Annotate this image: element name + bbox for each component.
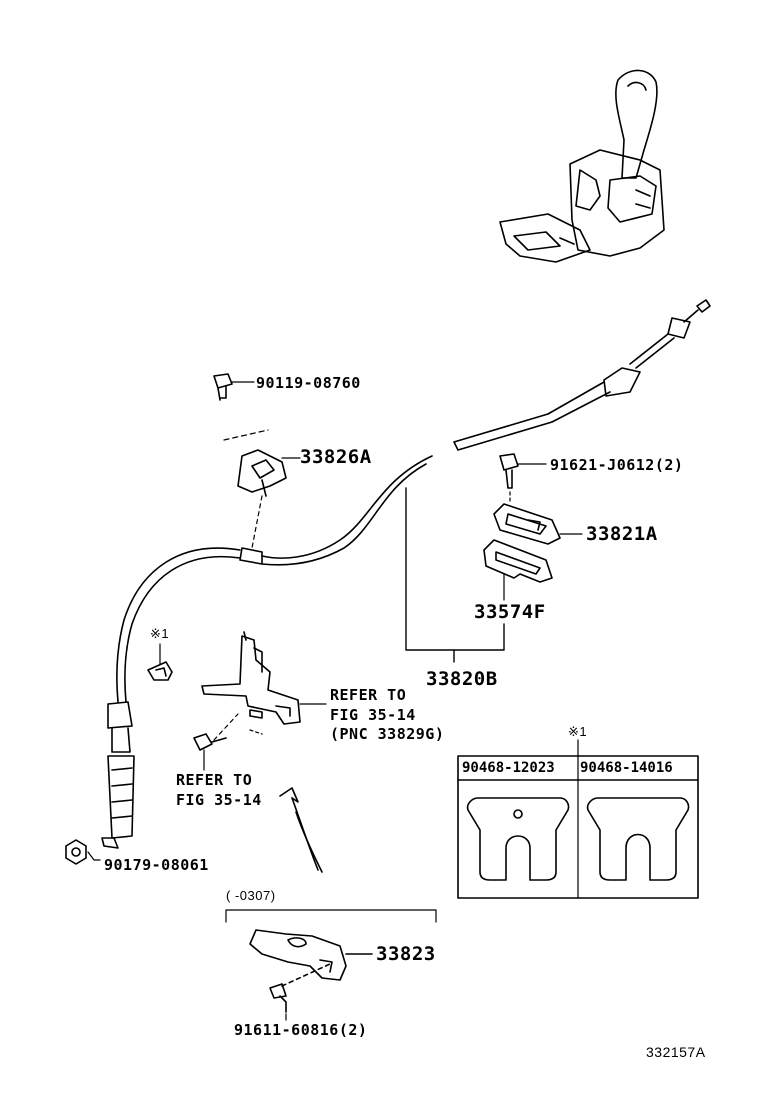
- bolt-91611: [269, 983, 287, 1021]
- refer-to-line1: REFER TO: [330, 686, 407, 704]
- label-33821A: 33821A: [586, 523, 658, 545]
- bolt-refer: [193, 733, 227, 771]
- screw-91621: [499, 453, 547, 505]
- table-col1-header: 90468-12023: [462, 760, 555, 776]
- shift-cable: [101, 299, 711, 849]
- refer-to-2-line2: FIG 35-14: [176, 791, 262, 809]
- refer-to-2-line1: REFER TO: [176, 771, 253, 789]
- label-33823: 33823: [376, 943, 436, 965]
- clip-90468-14016-icon: [586, 797, 690, 881]
- label-91621-J0612: 91621-J0612(2): [550, 456, 684, 474]
- bracket-33826A: [237, 449, 301, 549]
- label-91611-60816: 91611-60816(2): [234, 1021, 368, 1039]
- figure-id: 332157A: [646, 1044, 706, 1060]
- date-range: ( -0307): [226, 888, 276, 903]
- note-mark-table: ※1: [568, 724, 588, 739]
- date-range-bracket: [225, 909, 437, 923]
- note-mark-left: ※1: [150, 626, 170, 641]
- bracket-refer-fig: [201, 631, 327, 741]
- label-90179-08061: 90179-08061: [104, 856, 209, 874]
- retainer-33574F: [483, 539, 553, 601]
- label-33820B: 33820B: [426, 668, 498, 690]
- clip-table: [457, 739, 699, 899]
- nut-90179: [65, 839, 101, 865]
- shift-lever-assembly: [499, 69, 665, 263]
- arrow-refer: [279, 787, 323, 873]
- bracket-33823: [249, 929, 373, 987]
- clip-90468-12023-icon: [466, 797, 570, 881]
- label-33826A: 33826A: [300, 446, 372, 468]
- clip-left: [147, 643, 173, 681]
- label-90119-08760: 90119-08760: [256, 374, 361, 392]
- table-col2-header: 90468-14016: [580, 760, 673, 776]
- label-33574F: 33574F: [474, 601, 546, 623]
- cover-33821A: [493, 503, 583, 545]
- bolt-90119: [213, 373, 269, 441]
- refer-to-line3: (PNC 33829G): [330, 725, 445, 743]
- refer-to-line2: FIG 35-14: [330, 706, 416, 724]
